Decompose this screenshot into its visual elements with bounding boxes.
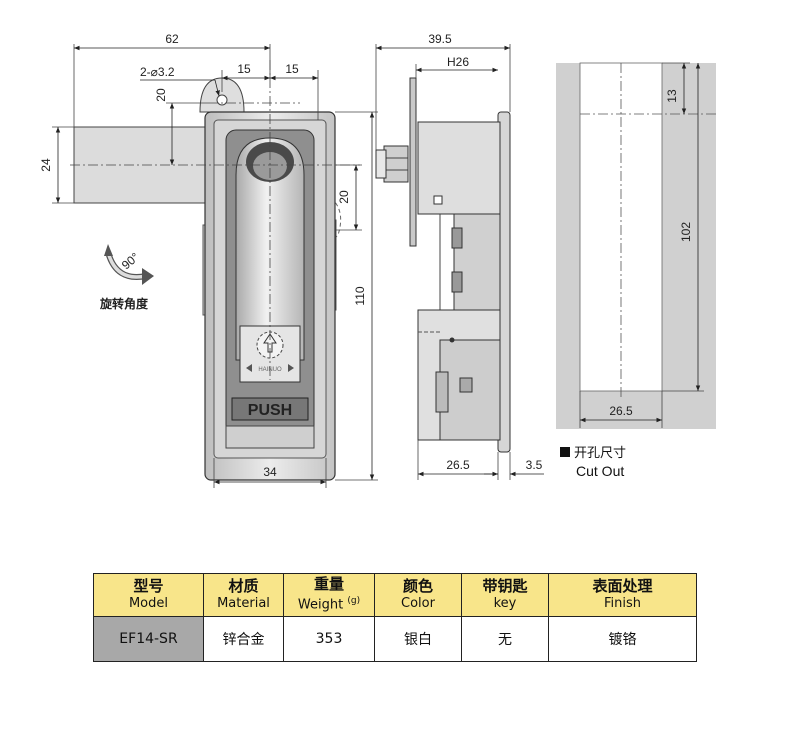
header-finish-en: Finish <box>603 596 641 611</box>
header-key: 带钥匙 key <box>461 573 549 617</box>
spec-header-row: 型号 Model 材质 Material 重量 Weight (g) 颜色 Co… <box>93 573 697 617</box>
dim-62: 62 <box>165 32 179 46</box>
header-color-en: Color <box>401 596 435 611</box>
cell-color: 银白 <box>374 616 462 662</box>
arrow-left-icon <box>246 364 252 372</box>
header-material: 材质 Material <box>203 573 284 617</box>
dim-110: 110 <box>353 286 367 305</box>
header-color: 颜色 Color <box>374 573 462 617</box>
rotation-label: 旋转角度 <box>99 296 149 311</box>
push-label: PUSH <box>248 402 292 419</box>
side-nut <box>383 145 409 183</box>
header-weight-unit: (g) <box>347 596 361 607</box>
dim-26-5-side: 26.5 <box>446 458 470 472</box>
header-finish: 表面处理 Finish <box>548 573 697 617</box>
dim-20-right: 20 <box>337 190 351 204</box>
dim-26-5-cut: 26.5 <box>609 404 633 418</box>
header-material-en: Material <box>217 596 270 611</box>
header-material-cn: 材质 <box>228 577 259 595</box>
front-view: HAINUO PUSH 62 2-⌀3.2 15 15 20 2 <box>39 32 378 488</box>
header-weight-en: Weight <box>297 597 344 613</box>
dim-34: 34 <box>263 465 277 479</box>
dim-39-5: 39.5 <box>428 32 452 46</box>
dim-20-top: 20 <box>154 88 168 102</box>
cell-finish: 镀铬 <box>548 616 697 662</box>
side-cam-plate <box>409 77 417 247</box>
push-plate <box>231 397 309 421</box>
side-body-upper <box>417 121 501 215</box>
cutout-view: 13 102 26.5 开孔尺寸 Cut Out <box>556 62 716 479</box>
legend-square-icon <box>560 447 570 457</box>
header-weight-cn: 重量 <box>313 575 344 594</box>
mounting-hole <box>216 94 228 106</box>
header-key-cn: 带钥匙 <box>482 577 528 595</box>
cell-key: 无 <box>461 616 549 662</box>
header-model-cn: 型号 <box>133 577 164 595</box>
side-screw <box>375 149 387 179</box>
header-weight: 重量 Weight (g) <box>283 573 375 617</box>
dim-hole: 2-⌀3.2 <box>140 65 175 79</box>
header-key-en: key <box>493 596 517 611</box>
cell-weight: 353 <box>283 616 375 662</box>
cell-material: 锌合金 <box>203 616 284 662</box>
rotation-arrow-icon <box>104 244 154 285</box>
technical-drawing: HAINUO PUSH 62 2-⌀3.2 15 15 20 2 <box>39 32 716 488</box>
header-model-en: Model <box>128 596 169 611</box>
rotation-angle: 90° <box>119 250 142 273</box>
header-weight-en-wrap: Weight (g) <box>284 593 374 613</box>
handle-grip-inner <box>253 152 287 180</box>
dim-13: 13 <box>665 89 679 103</box>
side-pin <box>459 377 473 393</box>
header-finish-cn: 表面处理 <box>592 577 653 595</box>
legend-en: Cut Out <box>576 463 624 479</box>
dim-3-5: 3.5 <box>526 458 543 472</box>
header-model: 型号 Model <box>93 573 204 617</box>
side-spring-block-2 <box>451 271 463 293</box>
side-lock-tab <box>435 371 449 413</box>
header-color-cn: 颜色 <box>402 577 433 595</box>
dim-15-right: 15 <box>285 62 299 76</box>
legend-cn: 开孔尺寸 <box>574 446 626 461</box>
dim-24: 24 <box>39 158 53 172</box>
dim-102: 102 <box>679 222 693 242</box>
escutcheon-base <box>225 425 315 449</box>
spec-table: 型号 Model 材质 Material 重量 Weight (g) 颜色 Co… <box>93 573 697 662</box>
dim-h26: H26 <box>447 55 469 69</box>
spec-data-row: EF14-SR 锌合金 353 银白 无 镀铬 <box>93 616 697 662</box>
side-view: 39.5 H26 26.5 3.5 <box>375 32 544 480</box>
side-spring-block-1 <box>451 227 463 249</box>
arrow-right-icon <box>288 364 294 372</box>
dim-15-left: 15 <box>237 62 251 76</box>
cell-model: EF14-SR <box>93 616 204 662</box>
